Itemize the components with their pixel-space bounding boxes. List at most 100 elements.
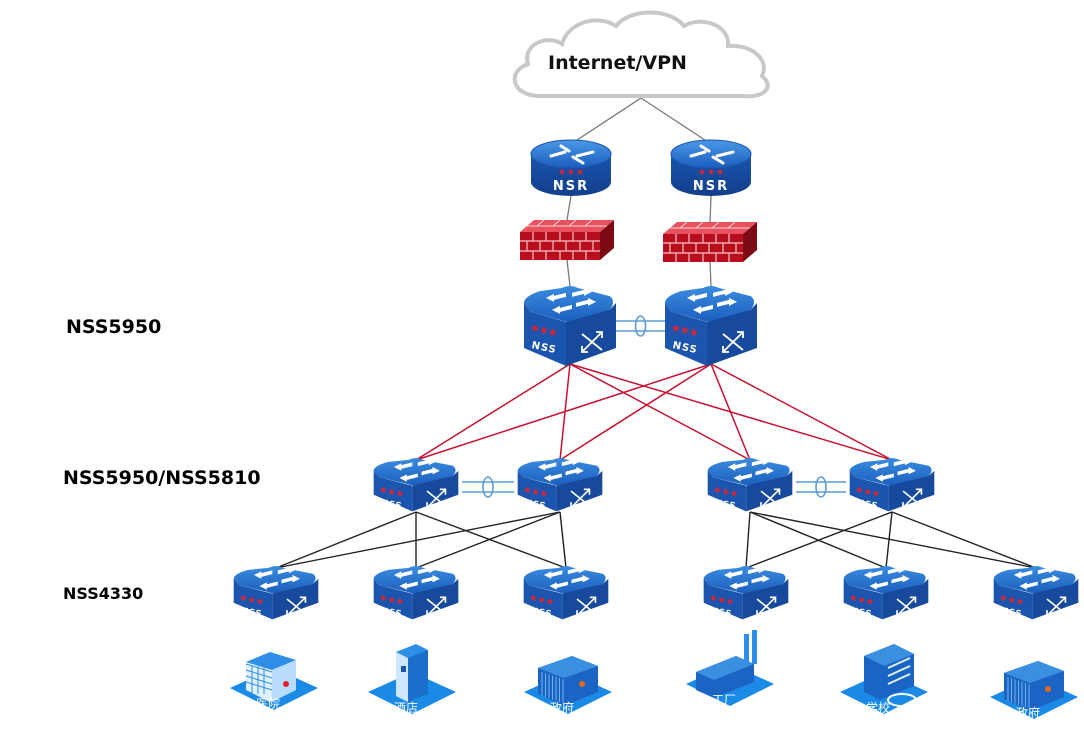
star-icon: ★: [717, 595, 725, 606]
router-r1[interactable]: ★★★NSR: [530, 139, 612, 196]
router-arrows-icon: [549, 144, 595, 165]
star-icon: ★: [730, 489, 738, 500]
switch-arrows-icon: [687, 287, 737, 314]
uplink-link-cloud-r1: [570, 97, 642, 145]
switch-badge-label: NSS: [715, 497, 738, 511]
switch-a3[interactable]: ★★★NSS: [707, 457, 793, 512]
site-government-icon[interactable]: 政府: [524, 656, 612, 715]
switch-s1[interactable]: ★★★NSS: [233, 565, 319, 620]
tier-label-aggregation: NSS5950/NSS5810: [63, 467, 261, 489]
switch-a1[interactable]: ★★★NSS: [373, 457, 459, 512]
stack-link-a3-a4: [796, 476, 846, 498]
stack-link-a1-a2: [462, 476, 514, 498]
switch-badge-label: NSS: [851, 605, 874, 619]
switch-badge-label: NSS: [857, 497, 880, 511]
switch-c1[interactable]: ★★★NSS: [524, 286, 616, 366]
star-icon: ★: [396, 597, 404, 608]
core-link-c1-a3: [569, 363, 751, 461]
switch-s6[interactable]: ★★★NSS: [993, 565, 1079, 620]
site-factory-icon[interactable]: 工厂: [686, 630, 774, 707]
switch-s4[interactable]: ★★★NSS: [703, 565, 789, 620]
uplink-link-r1-fw1: [566, 195, 572, 221]
site-label: 医院: [256, 697, 280, 711]
tier-label-core: NSS5950: [66, 316, 162, 338]
star-icon: ★: [379, 593, 387, 604]
tier-label-access: NSS4330: [63, 584, 144, 603]
star-icon: ★: [396, 489, 404, 500]
links-layer: [275, 97, 1037, 569]
switch-s3[interactable]: ★★★NSS: [523, 565, 609, 620]
star-icon: ★: [239, 593, 247, 604]
site-label: 酒店: [394, 701, 418, 715]
star-icon: ★: [866, 597, 874, 608]
core-link-c2-a3: [710, 363, 751, 461]
star-icon: ★: [999, 593, 1007, 604]
cross-arrows-icon: [722, 331, 744, 353]
switch-badge-label: NSS: [711, 605, 734, 619]
switch-badge-label: NSS: [241, 605, 264, 619]
switch-badge-label: NSS: [531, 340, 558, 356]
switch-s2[interactable]: ★★★NSS: [373, 565, 459, 620]
star-icon: ★: [709, 593, 717, 604]
switch-badge-label: NSS: [531, 605, 554, 619]
switch-c2[interactable]: ★★★NSS: [665, 286, 757, 366]
router-r2[interactable]: ★★★NSR: [670, 139, 752, 196]
site-hospital-icon[interactable]: 医院: [230, 652, 318, 711]
star-icon: ★: [576, 168, 584, 178]
cross-arrows-icon: [902, 488, 923, 509]
access-link-a4-s4: [745, 511, 893, 569]
star-icon: ★: [707, 168, 715, 178]
uplink-link-fw1-c1: [566, 259, 571, 287]
star-icon: ★: [567, 168, 575, 178]
star-icon: ★: [721, 487, 729, 498]
cloud-icon: [512, 10, 770, 99]
site-government-icon[interactable]: 政府: [990, 661, 1078, 720]
star-icon: ★: [379, 485, 387, 496]
cross-arrows-icon: [426, 488, 447, 509]
cross-arrows-icon: [286, 596, 307, 617]
switch-arrows-icon: [869, 457, 916, 482]
star-icon: ★: [857, 595, 865, 606]
star-icon: ★: [671, 322, 681, 335]
core-link-c1-a1: [415, 363, 571, 461]
site-school-icon[interactable]: 学校: [840, 644, 928, 715]
cross-arrows-icon: [756, 596, 777, 617]
star-icon: ★: [558, 168, 566, 178]
star-icon: ★: [546, 597, 554, 608]
star-icon: ★: [523, 485, 531, 496]
firewall-icon[interactable]: [663, 221, 757, 262]
site-label: 政府: [550, 700, 574, 715]
switch-badge-label: NSS: [1001, 605, 1024, 619]
star-icon: ★: [537, 595, 545, 606]
stack-link-c1-c2: [614, 315, 667, 337]
star-icon: ★: [726, 597, 734, 608]
switch-a2[interactable]: ★★★NSS: [517, 457, 603, 512]
star-icon: ★: [713, 485, 721, 496]
site-label: 学校: [866, 700, 890, 715]
star-icon: ★: [247, 595, 255, 606]
core-link-c2-a4: [710, 363, 893, 461]
site-label: 政府: [1016, 705, 1040, 720]
switch-badge-label: NSS: [672, 340, 699, 356]
switch-badge-label: NSS: [381, 497, 404, 511]
access-link-a4-s5: [885, 511, 893, 569]
star-icon: ★: [531, 487, 539, 498]
switch-a4[interactable]: ★★★NSS: [849, 457, 935, 512]
switch-badge-label: NSS: [525, 497, 548, 511]
access-link-a4-s6: [891, 511, 1037, 569]
switch-arrows-icon: [546, 287, 596, 314]
switch-s5[interactable]: ★★★NSS: [843, 565, 929, 620]
cross-arrows-icon: [576, 596, 597, 617]
site-hotel-icon[interactable]: 酒店: [368, 644, 456, 715]
uplink-link-fw2-c2: [709, 261, 712, 287]
star-icon: ★: [540, 489, 548, 500]
switch-arrows-icon: [863, 565, 910, 590]
access-link-a3-s6: [749, 511, 1037, 569]
switch-badge-label: NSS: [381, 605, 404, 619]
switch-arrows-icon: [393, 565, 440, 590]
cross-arrows-icon: [760, 488, 781, 509]
firewall-icon[interactable]: [520, 219, 614, 260]
switch-arrows-icon: [537, 457, 584, 482]
core-link-c2-a1: [415, 363, 712, 461]
